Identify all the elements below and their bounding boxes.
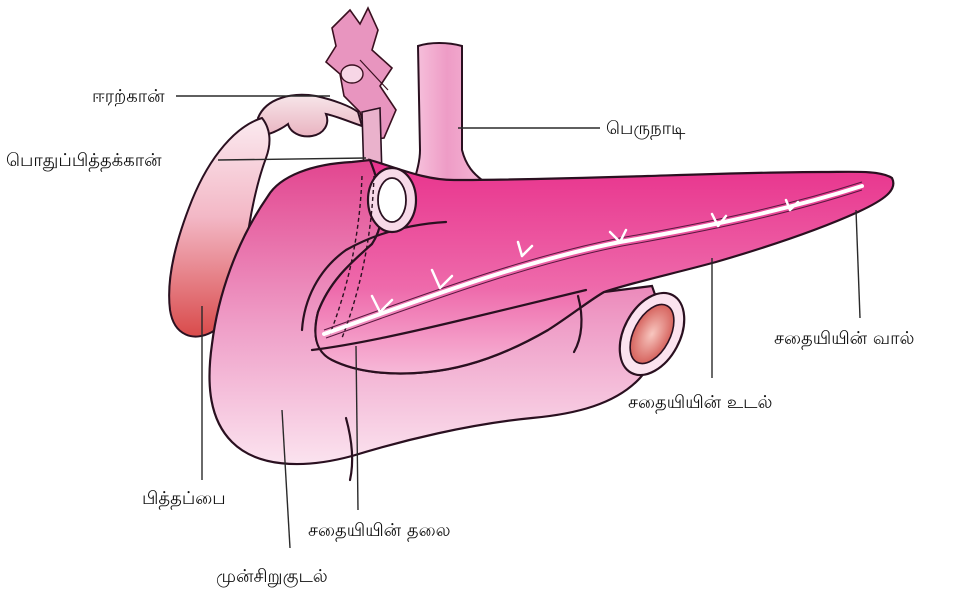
label-pancreas-head: சதையியின் தலை (308, 520, 451, 542)
aorta (412, 43, 482, 186)
leader-pancreas-tail (856, 210, 860, 318)
label-hepatic-duct: ஈரற்கான் (92, 86, 165, 107)
vessel-ring (368, 168, 416, 232)
cystic-duct (258, 95, 362, 137)
label-pancreas-tail: சதையியின் வால் (774, 328, 914, 350)
label-gall-bladder: பித்தப்பை (142, 488, 226, 510)
label-common-bile-duct: பொதுப்பித்தக்கான் (6, 150, 162, 172)
label-duodenum: முன்சிறுகுடல் (216, 566, 328, 588)
label-aorta: பெருநாடி (606, 118, 686, 140)
label-pancreas-body: சதையியின் உடல் (628, 392, 772, 414)
